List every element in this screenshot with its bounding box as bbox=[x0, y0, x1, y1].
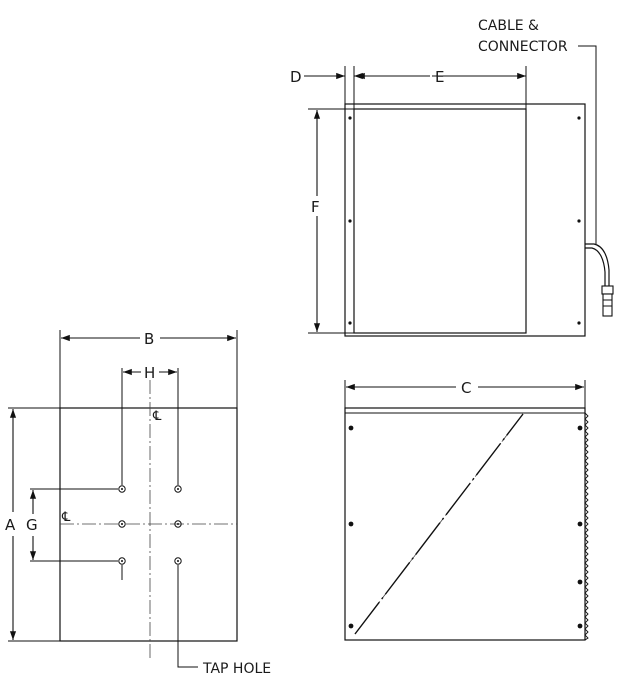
mount-dot bbox=[577, 219, 581, 223]
mount-dot bbox=[577, 321, 581, 325]
mount-dot bbox=[577, 116, 581, 120]
cable-connector-label-line2: CONNECTOR bbox=[478, 39, 568, 55]
front-view bbox=[304, 45, 614, 337]
centerline-symbol-vertical: ℄ bbox=[152, 409, 162, 424]
screw-dot bbox=[577, 521, 583, 527]
tap-hole-leader bbox=[177, 565, 198, 668]
screw-dot bbox=[577, 623, 583, 629]
mount-dot bbox=[348, 116, 352, 120]
cable-leader-line bbox=[578, 45, 597, 244]
side-view bbox=[344, 380, 589, 641]
cable-connector-label-line1: CABLE & bbox=[478, 18, 539, 34]
screw-dot bbox=[577, 425, 583, 431]
dimension-label-c: C bbox=[461, 379, 471, 397]
dimension-label-e: E bbox=[435, 68, 444, 86]
screw-dot bbox=[348, 623, 354, 629]
centerline-symbol-horizontal: ℄ bbox=[61, 510, 71, 525]
screw-dot bbox=[577, 579, 583, 585]
mount-dot bbox=[348, 321, 352, 325]
screw-dot bbox=[348, 425, 354, 431]
dimension-label-b: B bbox=[144, 330, 154, 348]
screw-dot bbox=[348, 521, 354, 527]
dimension-label-h: H bbox=[144, 364, 155, 382]
heat-sink-fins bbox=[584, 412, 589, 641]
tap-hole-pattern bbox=[118, 485, 182, 565]
tap-hole-label: TAP HOLE bbox=[202, 661, 271, 677]
dimension-label-d: D bbox=[290, 68, 302, 86]
side-view-outline bbox=[344, 407, 586, 641]
bottom-view bbox=[8, 330, 238, 668]
bottom-view-outline bbox=[59, 407, 238, 642]
front-view-inner-panel bbox=[353, 108, 527, 334]
mount-dot bbox=[348, 219, 352, 223]
dimension-label-f: F bbox=[311, 198, 320, 216]
cable-connector-graphic bbox=[585, 243, 614, 317]
dimension-label-a: A bbox=[5, 516, 16, 534]
dimension-label-g: G bbox=[26, 516, 38, 534]
